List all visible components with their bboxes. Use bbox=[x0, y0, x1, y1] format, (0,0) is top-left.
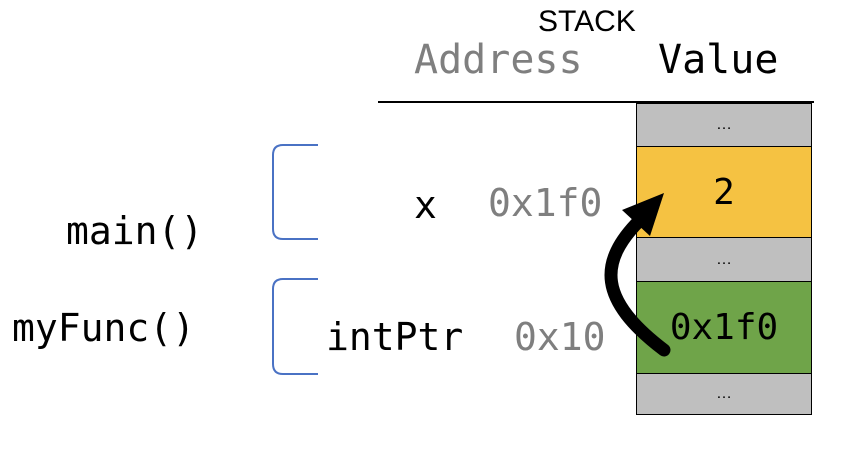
variable-name-intptr: intPtr bbox=[326, 315, 464, 359]
main-frame-bracket bbox=[272, 144, 318, 240]
stack-cell-filler: … bbox=[636, 237, 812, 282]
myfunc-frame-bracket bbox=[272, 278, 318, 375]
stack-cell-filler: … bbox=[636, 373, 812, 415]
variable-name-x: x bbox=[414, 183, 437, 227]
frame-label-myfunc: myFunc() bbox=[12, 306, 196, 350]
frame-label-main: main() bbox=[66, 209, 204, 253]
header-divider bbox=[378, 101, 814, 103]
variable-address-x: 0x1f0 bbox=[488, 181, 603, 225]
pointer-arrowhead-icon bbox=[622, 193, 664, 236]
address-column-header: Address bbox=[414, 37, 583, 83]
stack-cell-intptr-value: 0x1f0 bbox=[636, 281, 812, 374]
stack-cell-filler: … bbox=[636, 103, 812, 147]
value-column-header: Value bbox=[658, 37, 779, 83]
stack-title: STACK bbox=[538, 5, 636, 38]
stack-cell-x-value: 2 bbox=[636, 146, 812, 238]
variable-address-intptr: 0x10 bbox=[514, 315, 606, 359]
pointer-arrow bbox=[604, 213, 671, 357]
